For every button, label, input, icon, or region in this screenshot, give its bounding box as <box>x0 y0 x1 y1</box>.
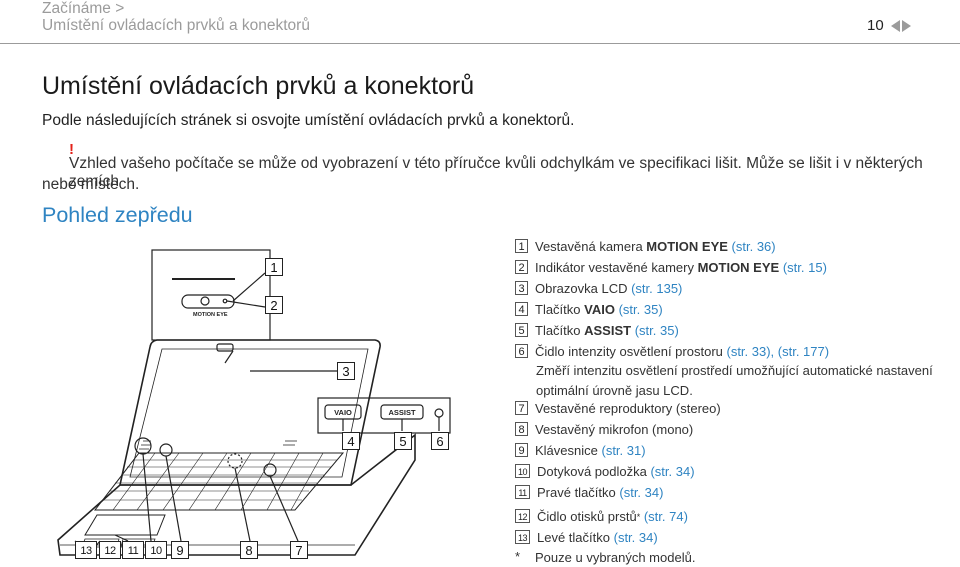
vaio-button-label: VAIO <box>334 408 352 417</box>
legend-item: 5 Tlačítko ASSIST (str. 35) <box>515 322 679 340</box>
callout-10: 10 <box>145 541 167 559</box>
footnote-text: Pouze u vybraných modelů. <box>535 550 696 565</box>
legend-bold-text: MOTION EYE <box>646 239 728 254</box>
legend-text: Klávesnice <box>535 443 602 458</box>
legend-item: 4 Tlačítko VAIO (str. 35) <box>515 301 663 319</box>
callout-13: 13 <box>75 541 97 559</box>
section-title: Pohled zepředu <box>42 203 193 227</box>
legend-item: 8 Vestavěný mikrofon (mono) <box>515 421 693 439</box>
legend-number: 7 <box>515 401 528 415</box>
page-reference-link[interactable]: (str. 74) <box>640 509 688 524</box>
legend-number: 3 <box>515 281 528 295</box>
legend-number: 12 <box>515 509 530 523</box>
footnote-marker: * <box>636 512 641 522</box>
page-reference-link[interactable]: (str. 35) <box>634 323 679 338</box>
page-title: Umístění ovládacích prvků a konektorů <box>42 72 475 100</box>
callout-9: 9 <box>171 541 189 559</box>
previous-page-icon[interactable] <box>891 20 900 32</box>
legend-description: Změří intenzitu osvětlení prostředí umož… <box>536 363 933 398</box>
legend-item: 6 Čidlo intenzity osvětlení prostoru (st… <box>515 343 829 361</box>
legend-text: Tlačítko <box>535 302 585 317</box>
legend-bold-text: ASSIST <box>584 323 632 338</box>
legend-item: 2 Indikátor vestavěné kamery MOTION EYE … <box>515 259 827 277</box>
legend-item: 13 Levé tlačítko (str. 34) <box>515 529 658 547</box>
page-reference-link[interactable]: (str. 15) <box>782 260 827 275</box>
footnote-mark: * <box>515 549 521 564</box>
laptop-front-illustration: MOTION EYE VAIO ASSIST <box>57 249 451 556</box>
legend-text: Vestavěná kamera <box>535 239 647 254</box>
legend-item: 3 Obrazovka LCD (str. 135) <box>515 280 682 298</box>
breadcrumb-current: Umístění ovládacích prvků a konektorů <box>42 17 310 34</box>
callout-11: 11 <box>122 541 144 559</box>
legend-number: 8 <box>515 422 528 436</box>
callout-4: 4 <box>342 432 360 450</box>
callout-3: 3 <box>337 362 355 380</box>
assist-button-label: ASSIST <box>388 408 416 417</box>
legend-item: 12 Čidlo otisků prstů* (str. 74) <box>515 508 688 526</box>
page-reference-link[interactable]: (str. 135) <box>631 281 683 296</box>
camera-lens-icon <box>200 296 210 306</box>
legend-number: 10 <box>515 464 530 478</box>
page-reference-link[interactable]: (str. 34) <box>650 464 695 479</box>
legend-number: 1 <box>515 239 528 253</box>
legend-text: Čidlo intenzity osvětlení prostoru <box>535 344 727 359</box>
callout-7: 7 <box>290 541 308 559</box>
callout-2: 2 <box>265 296 283 314</box>
legend-text: Dotyková podložka <box>537 464 651 479</box>
header-divider <box>0 43 960 44</box>
legend-number: 9 <box>515 443 528 457</box>
legend-text: Indikátor vestavěné kamery <box>535 260 698 275</box>
callout-6: 6 <box>431 432 449 450</box>
page-reference-link[interactable]: (str. 31) <box>601 443 646 458</box>
legend-number: 4 <box>515 302 528 316</box>
legend-item: 11 Pravé tlačítko (str. 34) <box>515 484 663 502</box>
legend-item: 9 Klávesnice (str. 31) <box>515 442 646 460</box>
legend-number: 6 <box>515 344 528 358</box>
legend-number: 5 <box>515 323 528 337</box>
legend-text: Pravé tlačítko <box>537 485 620 500</box>
legend-text: Levé tlačítko <box>537 530 614 545</box>
breadcrumb-parent[interactable]: Začínáme > <box>42 0 125 17</box>
page-number: 10 <box>867 17 884 34</box>
legend-item: 7 Vestavěné reproduktory (stereo) <box>515 400 721 418</box>
note-text-line2: nebo místech. <box>42 176 140 193</box>
legend-text: Tlačítko <box>535 323 585 338</box>
legend-text: Čidlo otisků prstů <box>537 509 637 524</box>
motion-eye-label: MOTION EYE <box>193 312 228 318</box>
legend-text: Obrazovka LCD <box>535 281 632 296</box>
legend-text: Vestavěné reproduktory (stereo) <box>535 401 721 416</box>
note-text-line1: Vzhled vašeho počítače se může od vyobra… <box>69 155 923 190</box>
page-reference-link[interactable]: (str. 34) <box>619 485 664 500</box>
legend-number: 2 <box>515 260 528 274</box>
callout-1: 1 <box>265 258 283 276</box>
legend-number: 13 <box>515 530 530 544</box>
footnote: * Pouze u vybraných modelů. <box>515 549 695 567</box>
next-page-icon[interactable] <box>902 20 911 32</box>
legend-text: Vestavěný mikrofon (mono) <box>535 422 694 437</box>
warning-icon: ! <box>69 141 74 158</box>
page-reference-link[interactable]: (str. 33), (str. 177) <box>726 344 830 359</box>
page-reference-link[interactable]: (str. 35) <box>618 302 663 317</box>
page-reference-link[interactable]: (str. 34) <box>613 530 658 545</box>
legend-number: 11 <box>515 485 530 499</box>
legend-item: 1 Vestavěná kamera MOTION EYE (str. 36) <box>515 238 776 256</box>
legend-bold-text: VAIO <box>584 302 615 317</box>
callout-8: 8 <box>240 541 258 559</box>
page-reference-link[interactable]: (str. 36) <box>731 239 776 254</box>
intro-text: Podle následujících stránek si osvojte u… <box>42 112 575 129</box>
callout-12: 12 <box>99 541 121 559</box>
legend-item: 10 Dotyková podložka (str. 34) <box>515 463 695 481</box>
legend-bold-text: MOTION EYE <box>697 260 780 275</box>
callout-5: 5 <box>394 432 412 450</box>
